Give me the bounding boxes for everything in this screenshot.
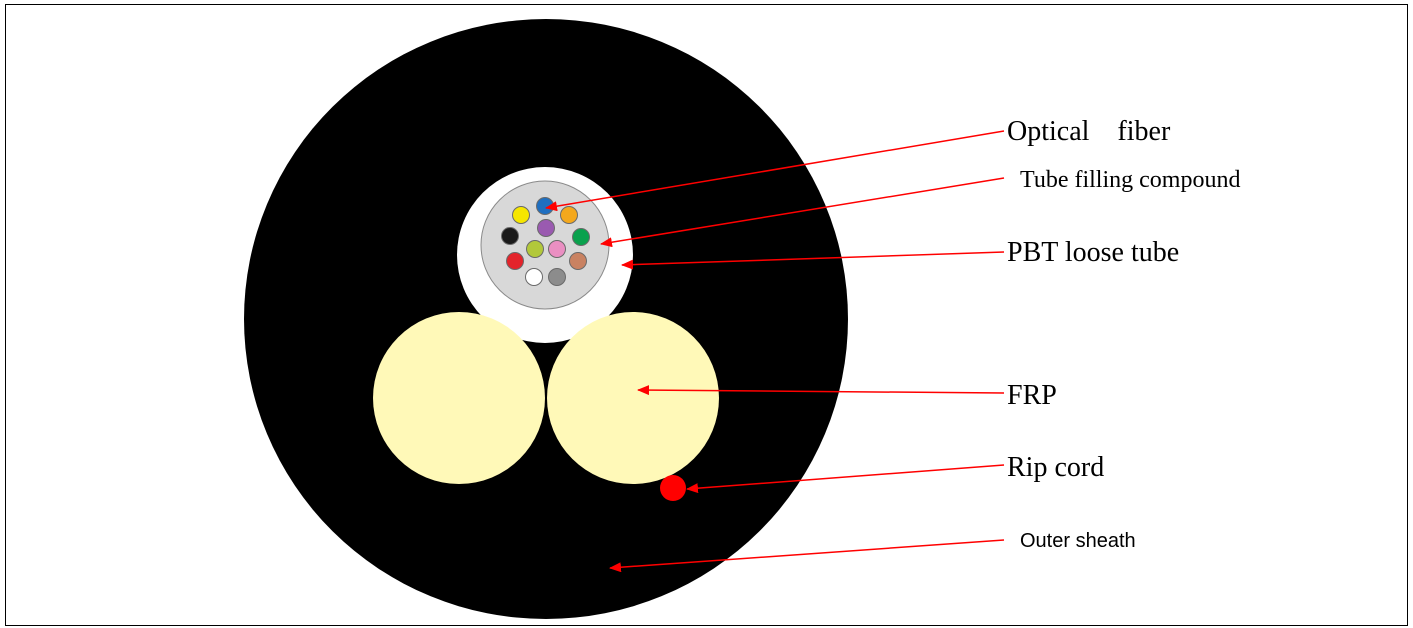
fiber-red [506, 252, 524, 270]
fiber-orange [560, 206, 578, 224]
optical-fibers [501, 197, 590, 286]
rip-cord [660, 475, 686, 501]
label-rip-cord: Rip cord [1007, 452, 1104, 483]
label-frp: FRP [1007, 380, 1057, 411]
frp-right [547, 312, 719, 484]
fiber-green [572, 228, 590, 246]
fiber-white [525, 268, 543, 286]
pointer-tube-filling-compound [600, 177, 1005, 248]
pointer-optical-fiber [545, 130, 1005, 212]
label-tube-filling-compound: Tube filling compound [1020, 167, 1240, 193]
label-pbt-loose-tube: PBT loose tube [1007, 237, 1179, 268]
fiber-rose [548, 240, 566, 258]
frp-left [373, 312, 545, 484]
pointer-rip-cord [686, 464, 1005, 494]
fiber-blue [536, 197, 554, 215]
fiber-yellow [512, 206, 530, 224]
fiber-aqua [526, 240, 544, 258]
fiber-brown [569, 252, 587, 270]
pointer-pbt-loose-tube [621, 251, 1005, 270]
pointer-frp [637, 385, 1005, 396]
pointer-arrows [545, 130, 1005, 573]
fiber-black [501, 227, 519, 245]
label-outer-sheath: Outer sheath [1020, 530, 1136, 552]
fiber-violet [537, 219, 555, 237]
label-optical-fiber: Optical fiber [1007, 116, 1171, 147]
fiber-slate [548, 268, 566, 286]
pointer-outer-sheath [609, 539, 1005, 573]
